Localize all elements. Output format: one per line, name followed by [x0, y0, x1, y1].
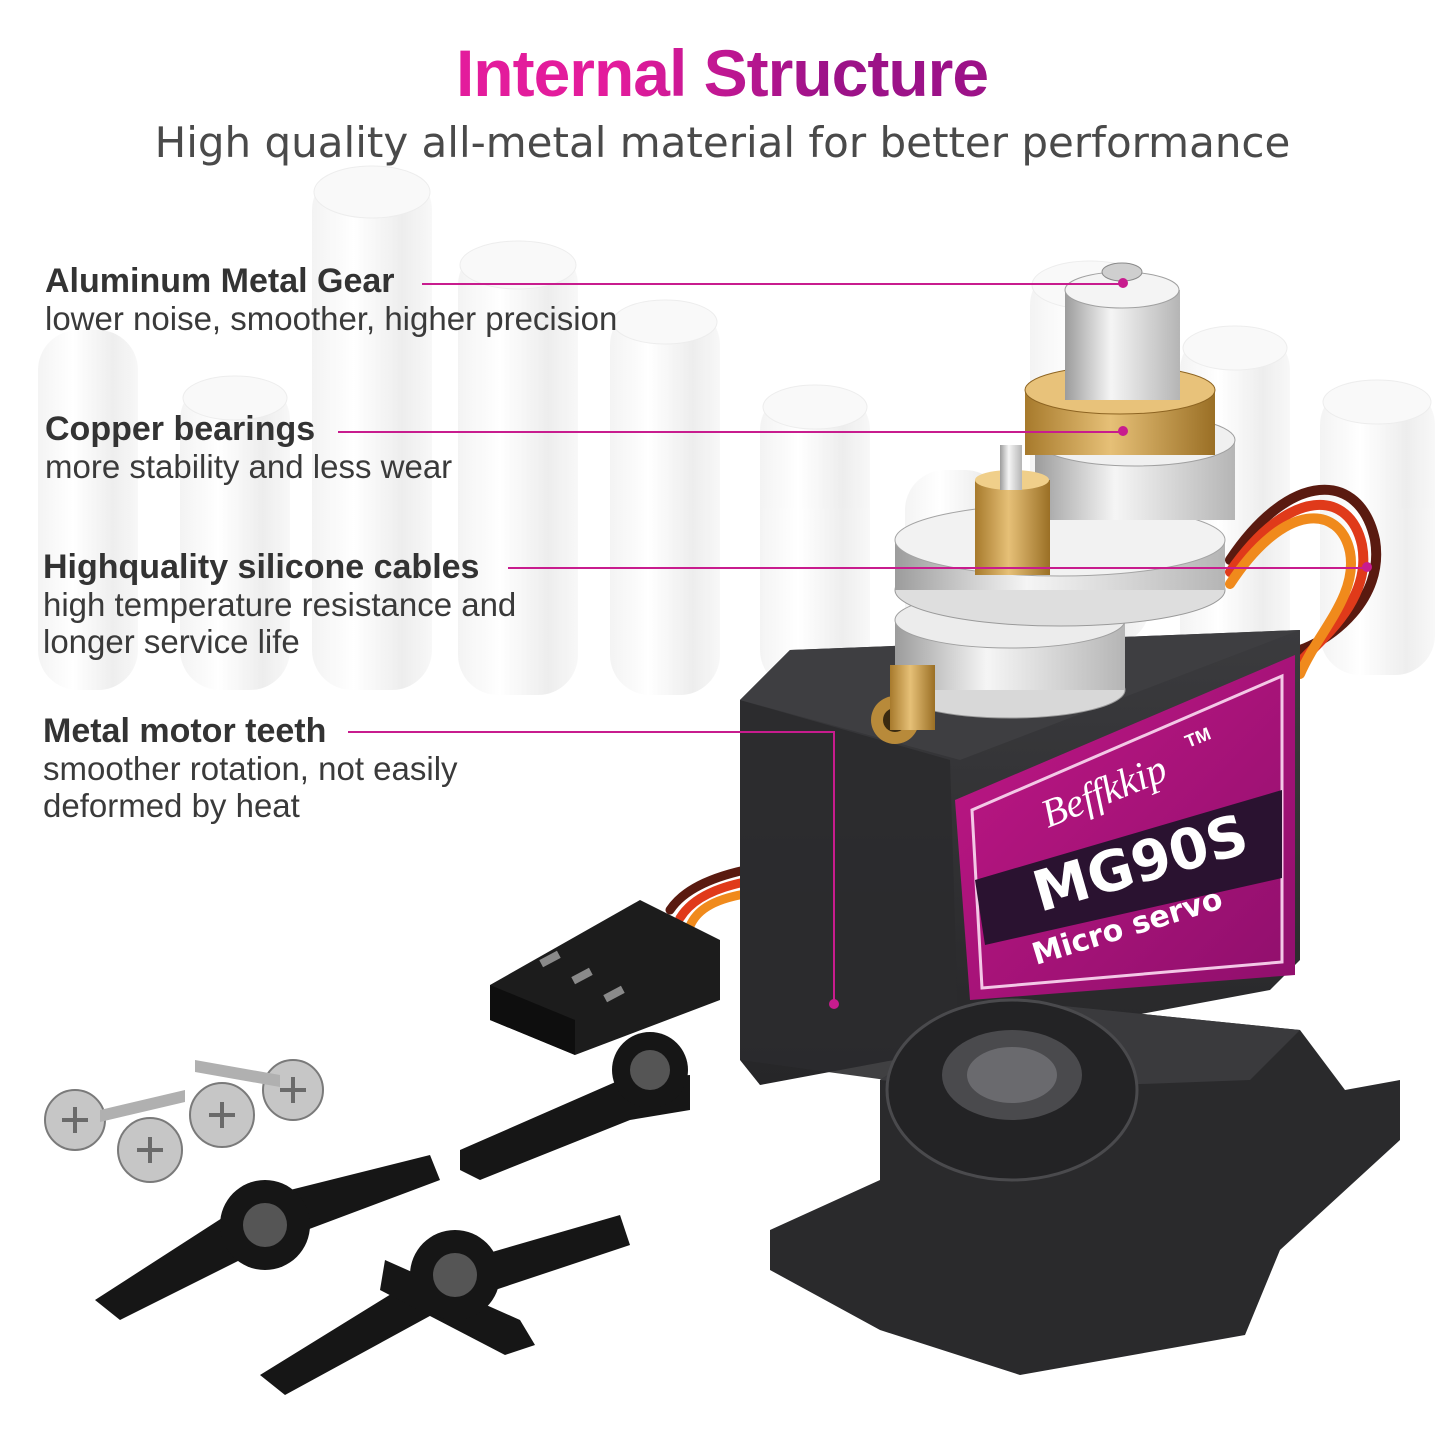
feature-aluminum-gear: Aluminum Metal Gear lower noise, smoothe…: [45, 262, 617, 337]
page-title: Internal Structure: [0, 34, 1445, 114]
servo-cables: [665, 484, 1382, 931]
feature-heading: Highquality silicone cables: [43, 548, 480, 586]
callout-dot: [1118, 278, 1128, 288]
feature-copper-bearings: Copper bearings more stability and less …: [45, 410, 452, 485]
feature-description: smoother rotation, not easily: [43, 750, 458, 787]
feature-heading: Metal motor teeth: [43, 712, 327, 750]
servo-horns: [95, 1032, 690, 1395]
callout-line: [508, 567, 1366, 569]
feature-silicone-cables: Highquality silicone cables high tempera…: [43, 548, 516, 660]
feature-heading: Copper bearings: [45, 410, 316, 448]
feature-motor-teeth: Metal motor teeth smoother rotation, not…: [43, 712, 458, 824]
feature-description: longer service life: [43, 623, 300, 660]
feature-description: lower noise, smoother, higher precision: [45, 300, 618, 337]
callout-line: [348, 731, 834, 733]
callout-line: [833, 731, 835, 1001]
callout-line: [422, 283, 1122, 285]
feature-heading: Aluminum Metal Gear: [45, 262, 395, 300]
feature-description: more stability and less wear: [45, 448, 453, 485]
callout-dot: [829, 999, 839, 1009]
servo-connector: [490, 900, 720, 1055]
callout-line: [338, 431, 1122, 433]
servo-gears: [890, 262, 1236, 730]
callout-dot: [1362, 562, 1372, 572]
page-title-text: Internal Structure: [456, 36, 988, 110]
feature-description: deformed by heat: [43, 787, 300, 824]
screws: [44, 1059, 324, 1183]
callout-dot: [1118, 426, 1128, 436]
page-subtitle: High quality all-metal material for bett…: [154, 118, 1291, 167]
servo-label: [955, 655, 1295, 1000]
feature-description: high temperature resistance and: [43, 586, 517, 623]
servo-mount: [770, 998, 1400, 1375]
